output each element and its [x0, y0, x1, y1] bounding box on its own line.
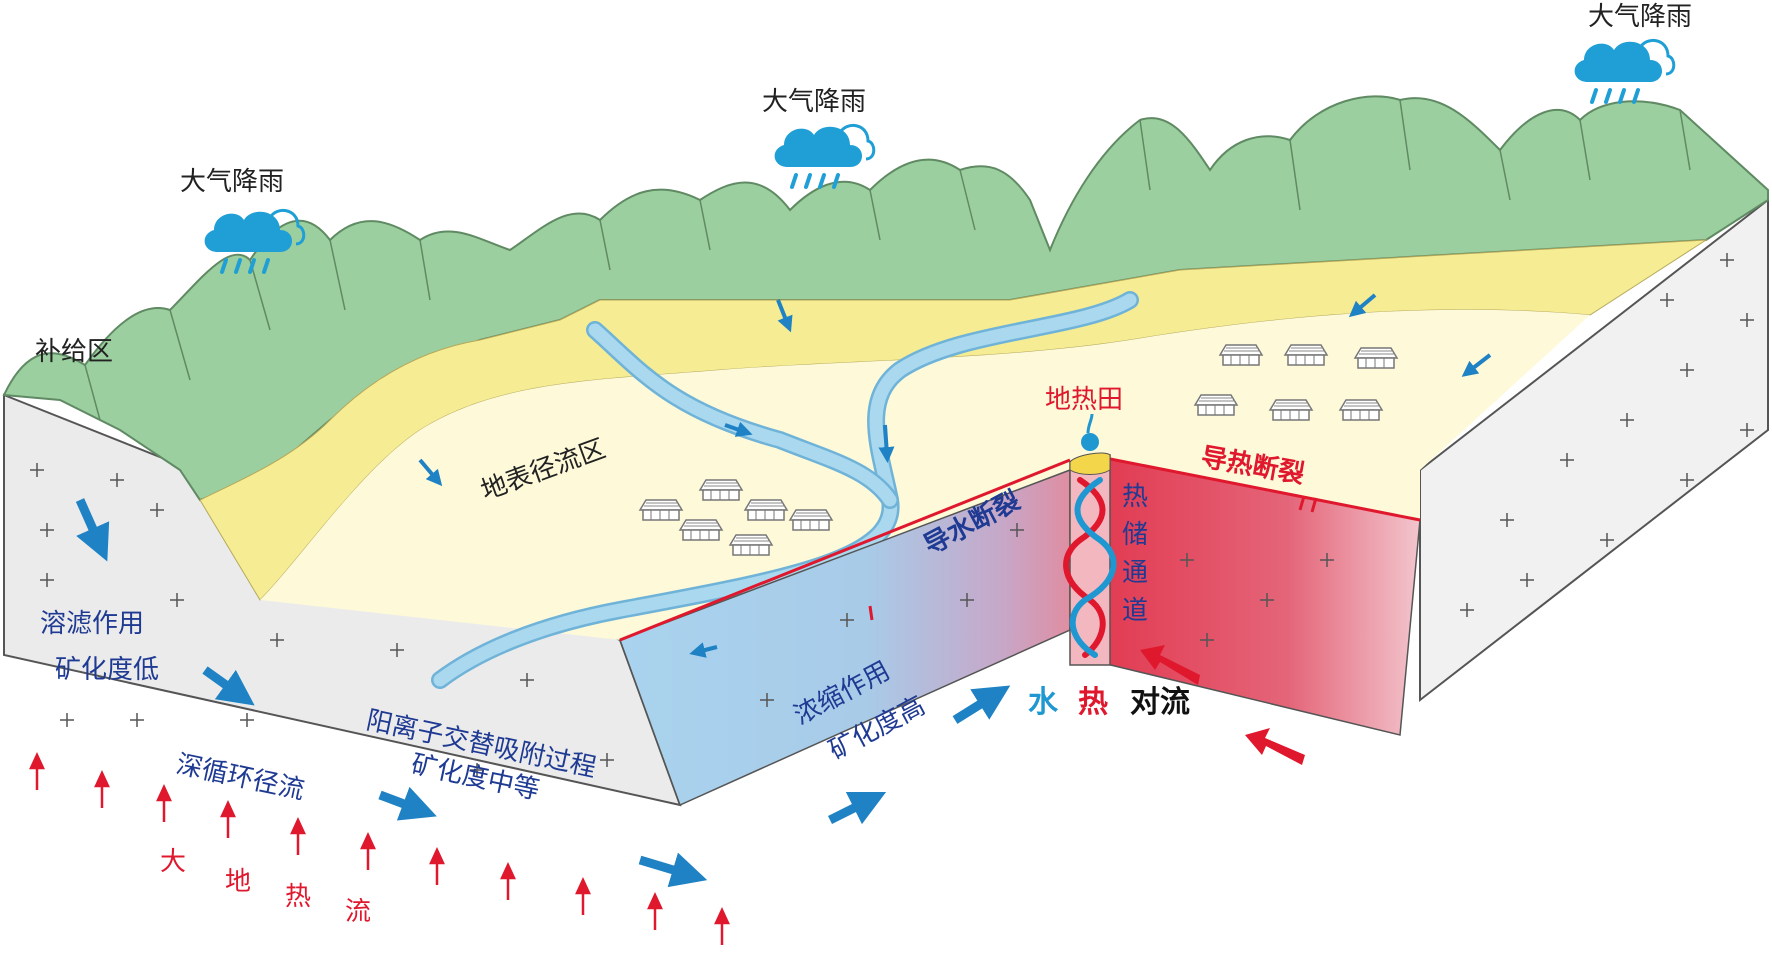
convection-text-label: 对流 — [1130, 685, 1190, 720]
house-icon — [1339, 399, 1383, 421]
ridge-lines — [84, 99, 1691, 421]
arrow-icon — [418, 458, 443, 487]
up-arrow-icon — [156, 784, 172, 822]
up-arrow-icon — [575, 877, 591, 915]
spring-icon — [1081, 413, 1099, 451]
up-arrow-icon — [29, 752, 45, 790]
arrow-icon — [378, 786, 437, 821]
up-arrow-icon — [290, 817, 306, 855]
house-icon — [744, 499, 788, 521]
house-icon — [1194, 394, 1238, 416]
cloud-rain-icon — [1572, 38, 1676, 104]
up-arrow-icon — [647, 892, 663, 930]
heat-fault-line — [1089, 453, 1421, 522]
house-icon — [1354, 347, 1398, 369]
house-icon — [639, 499, 683, 521]
rain-label-1: 大气降雨 — [180, 167, 284, 197]
arrow-icon — [1140, 645, 1200, 685]
arrow-icon — [878, 424, 895, 463]
up-arrow-icon — [360, 832, 376, 870]
up-arrow-icon — [94, 770, 110, 808]
heat-flow-char-2: 地 — [225, 867, 251, 897]
arrow-icon — [1245, 728, 1305, 765]
up-arrow-icon — [714, 907, 730, 945]
convection-helix — [1063, 477, 1117, 658]
heat-flow-char-1: 大 — [160, 847, 186, 877]
up-arrow-icon — [429, 847, 445, 885]
heat-flow-char-4: 流 — [345, 897, 371, 927]
water-fault-line — [619, 458, 1071, 642]
leaching-label: 溶滤作用 — [40, 609, 144, 639]
up-arrow-icon — [220, 800, 236, 838]
convection-water-label: 水 — [1028, 685, 1059, 720]
convection-heat-label: 热 — [1078, 685, 1108, 720]
house-icon — [699, 479, 743, 501]
arrow-icon — [75, 498, 110, 562]
recharge-zone-label: 补给区 — [35, 337, 113, 367]
rock-texture — [30, 253, 1754, 777]
reservoir-char-2: 储 — [1122, 520, 1148, 550]
flow-arrows — [75, 293, 1492, 888]
heat-flow-char-3: 热 — [285, 882, 311, 912]
arrow-icon — [689, 642, 718, 658]
house-icon — [679, 519, 723, 541]
rain-label-3: 大气降雨 — [1588, 2, 1692, 32]
arrow-icon — [1348, 293, 1377, 318]
reservoir-char-3: 通 — [1122, 558, 1148, 588]
earth-heat-arrows — [29, 752, 730, 945]
heat-arrows-red — [1140, 645, 1305, 765]
fault-ticks — [868, 495, 1318, 621]
house-icon — [1269, 399, 1313, 421]
reservoir-char-1: 热 — [1122, 482, 1148, 512]
arrow-icon — [202, 666, 255, 706]
rain-label-2: 大气降雨 — [762, 87, 866, 117]
house-icon — [1284, 344, 1328, 366]
arrow-icon — [724, 421, 753, 437]
house-icon — [1219, 344, 1263, 366]
arrow-icon — [638, 852, 708, 888]
deep-circulation-label: 深循环径流 — [174, 750, 307, 806]
arrow-icon — [776, 299, 793, 333]
geothermal-field-label: 地热田 — [1045, 385, 1123, 415]
house-icon — [789, 509, 833, 531]
arrow-icon — [827, 791, 887, 825]
cloud-rain-icon — [772, 123, 876, 189]
arrow-icon — [1461, 353, 1492, 377]
low-mineralization-label: 矿化度低 — [55, 655, 159, 685]
arrow-icon — [952, 685, 1011, 724]
reservoir-char-4: 道 — [1122, 596, 1148, 626]
up-arrow-icon — [500, 862, 516, 900]
house-icon — [729, 534, 773, 556]
